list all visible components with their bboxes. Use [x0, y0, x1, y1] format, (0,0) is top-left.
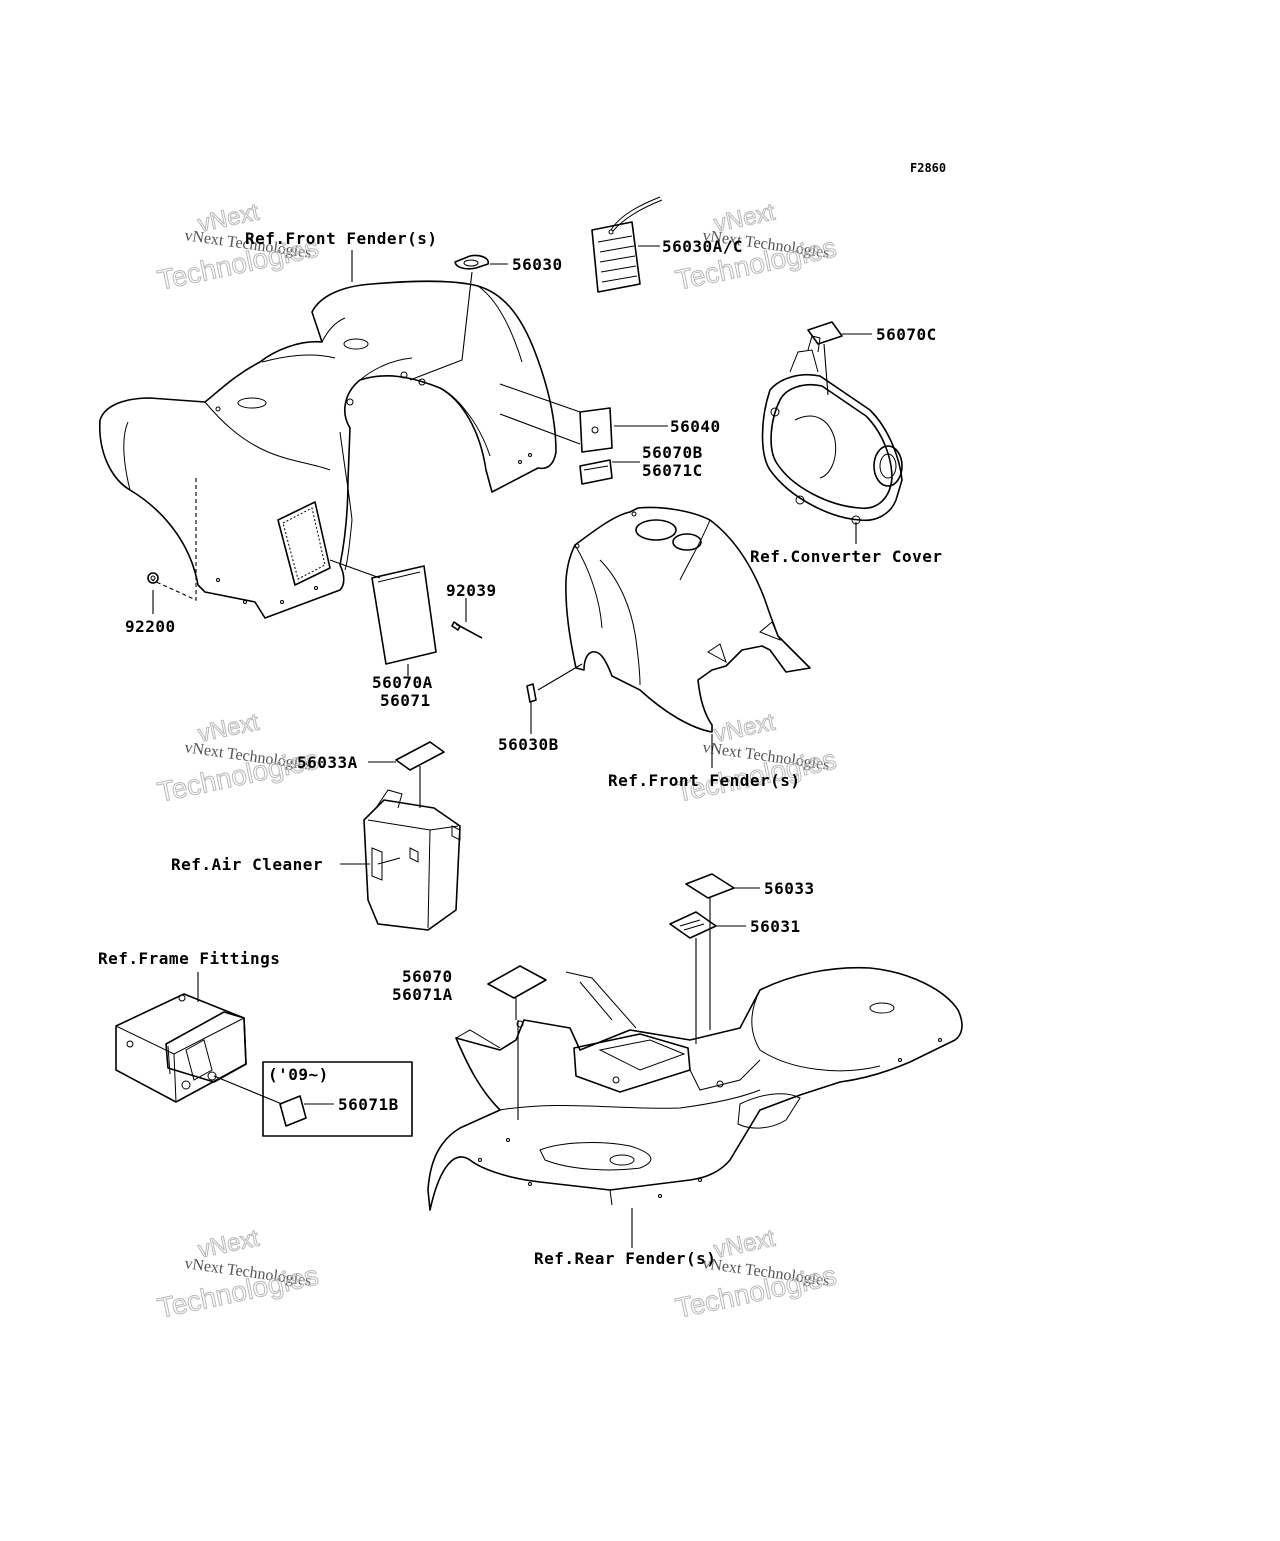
year-note-box [262, 1061, 413, 1137]
leader-56030-line [409, 271, 473, 381]
callout-92200: 92200 [125, 617, 176, 636]
callout-ref-front-fender-mid: Ref.Front Fender(s) [608, 771, 801, 790]
part-56070b-label [579, 459, 613, 485]
leader-56070c-down [823, 343, 829, 396]
callout-56071b: 56071B [338, 1095, 399, 1114]
callout-92039: 92039 [446, 581, 497, 600]
callout-ref-converter-cover: Ref.Converter Cover [750, 547, 943, 566]
leader-56030b-diag [537, 663, 583, 691]
air-cleaner-drawing [363, 789, 461, 931]
callout-56070c: 56070C [876, 325, 937, 344]
converter-cover-drawing [761, 335, 903, 525]
rear-fender-drawing [427, 966, 963, 1211]
part-56040-label [579, 407, 613, 453]
callout-56033a: 56033A [297, 753, 358, 772]
callout-56070b: 56070B [642, 443, 703, 462]
callout-56030: 56030 [512, 255, 563, 274]
part-56030b-tag [526, 683, 537, 703]
callout-56030b: 56030B [498, 735, 559, 754]
part-56030ac-tag [591, 196, 663, 293]
leader-56071b-diag [213, 1075, 283, 1105]
leader-56070a-diag [329, 559, 381, 579]
part-92200-grommet [147, 572, 159, 584]
callout-56071: 56071 [380, 691, 431, 710]
callout-ref-air-cleaner: Ref.Air Cleaner [171, 855, 323, 874]
part-56033-label [685, 873, 735, 899]
callout-56070a: 56070A [372, 673, 433, 692]
callout-ref-front-fender-top: Ref.Front Fender(s) [245, 229, 438, 248]
callout-56040: 56040 [670, 417, 721, 436]
watermark-bottom-left: vNext vNext Technologies Technologies [154, 1224, 321, 1324]
watermark-top-right: vNext vNext Technologies Technologies [672, 198, 839, 296]
watermark-mid-right: vNext vNext Technologies Technologies [672, 708, 839, 808]
part-56030-emblem [454, 254, 490, 270]
part-56071b-label [279, 1095, 307, 1127]
callout-56030ac: 56030A/C [662, 237, 743, 256]
callout-56033: 56033 [764, 879, 815, 898]
callout-56031: 56031 [750, 917, 801, 936]
callout-ref-rear-fender: Ref.Rear Fender(s) [534, 1249, 716, 1268]
front-fender-mid-drawing [565, 506, 811, 733]
part-92039-pin [451, 621, 483, 639]
front-fender-top-drawing [99, 280, 557, 619]
leader-56040-a [499, 383, 581, 413]
part-56070c-label [807, 321, 843, 345]
frame-fittings-drawing [115, 993, 247, 1103]
callout-56071a: 56071A [392, 985, 453, 1004]
watermark-bottom-right: vNext vNext Technologies Technologies [672, 1224, 839, 1324]
callout-ref-frame-fittings: Ref.Frame Fittings [98, 949, 280, 968]
callout-56071c: 56071C [642, 461, 703, 480]
leader-56040-b [499, 413, 581, 445]
part-56031-label [669, 911, 717, 939]
part-56033a-label [395, 741, 445, 771]
part-56070-label [487, 965, 547, 999]
callout-year-note: ('09~) [268, 1065, 329, 1084]
figure-code: F2860 [910, 161, 946, 175]
callout-56070: 56070 [402, 967, 453, 986]
part-56070a-decal [371, 565, 437, 665]
leader-92200-outline [151, 478, 197, 601]
